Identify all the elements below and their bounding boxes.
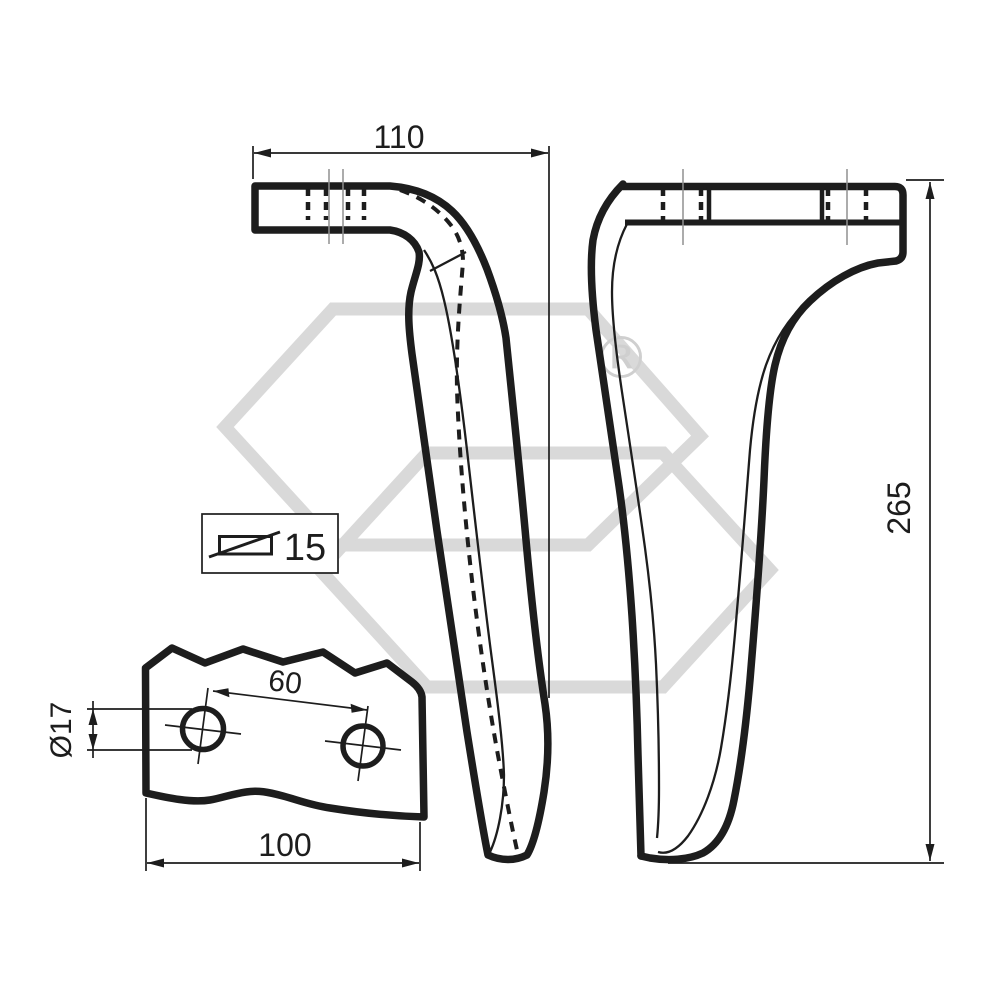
plate-hole-left bbox=[179, 705, 227, 753]
dim-60-arrow-left bbox=[213, 688, 230, 698]
plate-hole-crosshairs bbox=[164, 687, 402, 782]
side-view-outline bbox=[251, 182, 552, 864]
dimension-hole-spacing: 60 bbox=[212, 664, 368, 713]
front-view-hole-centerlines bbox=[682, 169, 848, 245]
plate-hole-right bbox=[340, 723, 386, 769]
mounting-plate-view bbox=[141, 644, 428, 821]
thickness-symbol-slash bbox=[208, 530, 281, 559]
dim-60-label: 60 bbox=[267, 664, 304, 701]
front-view-inner-left-edge bbox=[610, 223, 661, 839]
watermark-logo: ® bbox=[216, 302, 779, 694]
side-view-hole-hidden-lines bbox=[305, 188, 367, 220]
dim-110-label: 110 bbox=[373, 119, 424, 155]
dimension-plate-width: 100 bbox=[145, 798, 421, 871]
side-view-chamfer-line bbox=[429, 250, 467, 273]
dim-17-arrow-top bbox=[88, 709, 98, 725]
dim-100-arrow-right bbox=[402, 858, 419, 868]
watermark-hexagon-lower bbox=[311, 446, 779, 694]
tine-front-view bbox=[587, 169, 907, 864]
front-view-hole-hidden-lines bbox=[660, 188, 869, 220]
dim-60-line bbox=[212, 690, 368, 711]
dimension-hole-diameter: Ø17 bbox=[45, 701, 192, 758]
dim-110-arrow-right bbox=[531, 148, 548, 158]
dim-100-label: 100 bbox=[258, 827, 311, 863]
dim-17-label: Ø17 bbox=[45, 702, 78, 759]
dim-265-arrow-bottom bbox=[925, 844, 935, 861]
dim-60-arrow-right bbox=[350, 703, 367, 713]
side-view-hidden-bend-line bbox=[399, 188, 519, 851]
thickness-symbol-icon bbox=[218, 535, 273, 556]
plate-outline bbox=[141, 644, 428, 821]
dim-17-arrow-bottom bbox=[88, 734, 98, 750]
side-view-facet-edge bbox=[423, 249, 506, 853]
front-view-left-edge bbox=[587, 180, 645, 860]
front-view-outline bbox=[619, 182, 907, 864]
front-view-weld-seams bbox=[706, 187, 825, 221]
front-view-facet-curve bbox=[657, 262, 873, 854]
dim-110-arrow-left bbox=[254, 148, 271, 158]
dim-265-label: 265 bbox=[881, 481, 917, 534]
thickness-callout: 15 bbox=[201, 513, 339, 574]
dimension-arm-width: 110 bbox=[252, 119, 550, 698]
tine-side-view bbox=[251, 169, 552, 864]
dim-100-arrow-left bbox=[147, 858, 164, 868]
side-view-hole-centerlines bbox=[328, 169, 344, 244]
dimension-overall-height: 265 bbox=[668, 179, 944, 864]
dim-265-arrow-top bbox=[925, 182, 935, 199]
thickness-label: 15 bbox=[284, 527, 326, 569]
